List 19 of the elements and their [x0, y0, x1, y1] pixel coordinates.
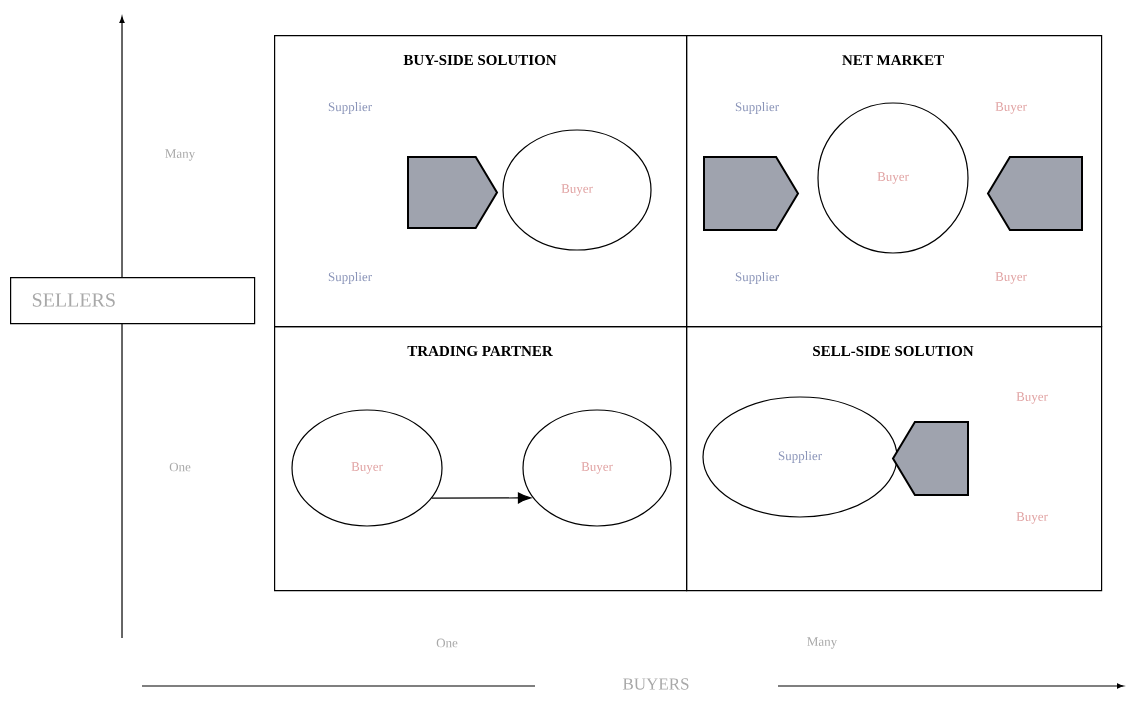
axis-label: BUYERS: [619, 674, 693, 694]
role-label: Buyer: [1016, 512, 1048, 524]
role-label: Supplier: [328, 272, 372, 284]
axis-label: Many: [807, 637, 838, 649]
role-label: Buyer: [995, 102, 1027, 114]
role-label: Buyer: [995, 272, 1027, 284]
pentagon-shape: [891, 421, 969, 496]
role-label: Supplier: [735, 102, 779, 114]
axis-label: One: [436, 638, 458, 648]
pentagon-shape: [986, 156, 1083, 231]
axis-label: Many: [165, 149, 196, 161]
axis-label: One: [169, 462, 191, 472]
label-box: SELLERS: [10, 277, 256, 325]
role-label: Supplier: [735, 272, 779, 284]
role-label: Buyer: [1016, 392, 1048, 404]
pentagon-shape: [407, 156, 499, 229]
role-label: Supplier: [328, 102, 372, 114]
arrow: [431, 492, 532, 504]
pentagon-shape: [703, 156, 800, 231]
